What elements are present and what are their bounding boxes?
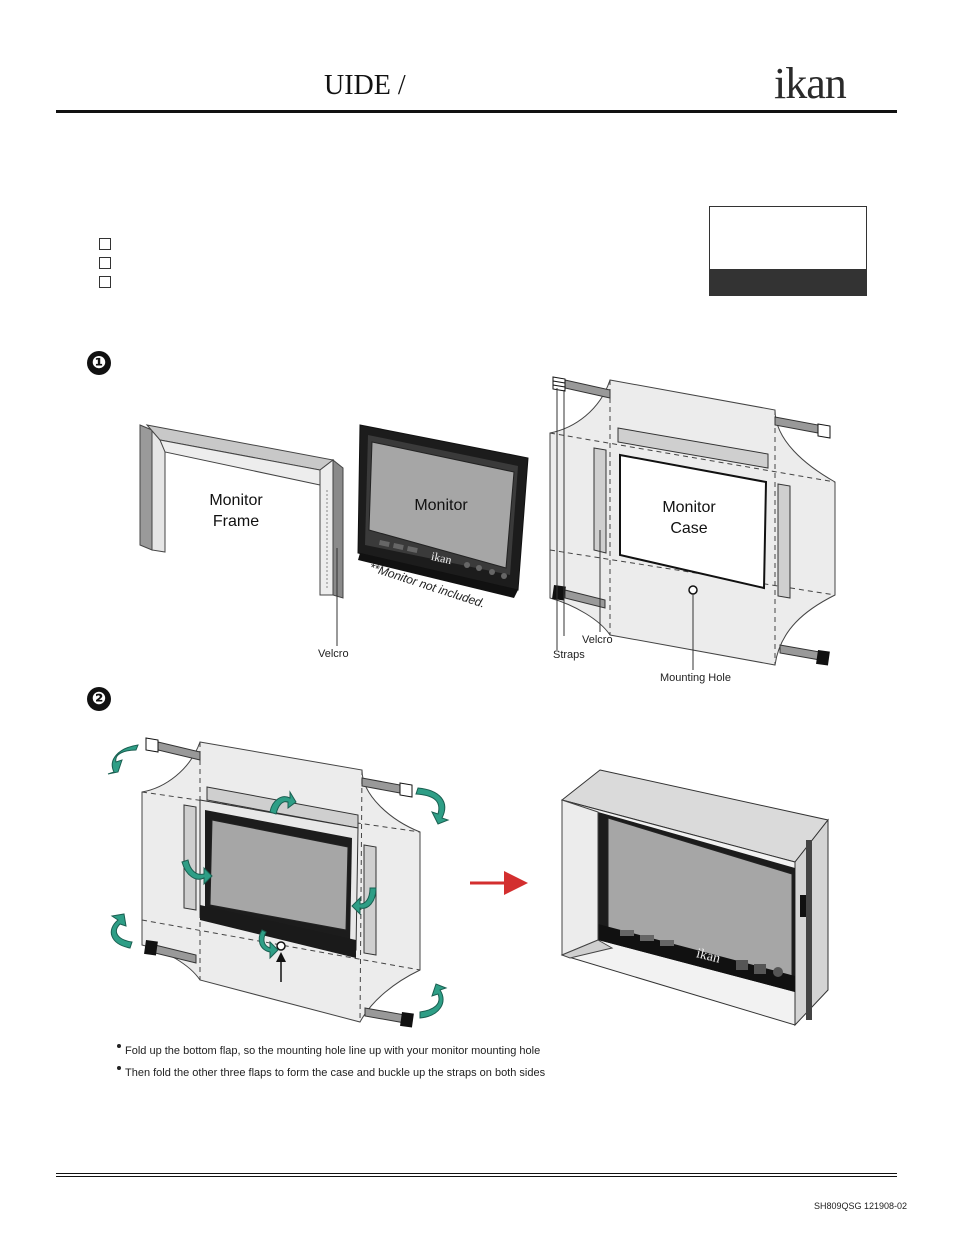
instruction-1-text: Fold up the bottom flap, so the mounting… [125,1045,541,1057]
velcro-label-frame: Velcro [318,648,349,660]
ikan-logo: ikan [774,59,847,108]
instruction-1: Fold up the bottom flap, so the mounting… [117,1044,540,1057]
step-1-badge: ❶ [87,351,111,375]
step-2-badge: ❷ [87,687,111,711]
info-box-band [710,269,866,295]
footer-divider-top [56,1173,897,1174]
info-box [709,206,867,296]
bullet-icon [117,1066,121,1070]
monitor-frame-label: Monitor Frame [209,492,263,530]
document-code: SH809QSG 121908-02 [814,1201,908,1211]
monitor-frame-illustration [139,424,344,646]
checklist-box-3[interactable] [99,276,111,288]
monitor-label: Monitor [414,497,468,514]
monitor-case-flat-illustration [549,376,836,670]
footer-divider-bottom [56,1176,897,1177]
monitor-illustration [357,424,529,598]
header-divider [56,110,897,113]
finished-case-illustration [560,769,829,1027]
instruction-2-text: Then fold the other three flaps to form … [125,1067,546,1079]
checklist-box-1[interactable] [99,238,111,250]
assembly-illustration [107,737,450,1028]
straps-label: Straps [553,649,585,661]
bullet-icon [117,1044,121,1048]
instruction-2: Then fold the other three flaps to form … [117,1066,545,1079]
monitor-case-label: Monitor Case [662,499,716,537]
page-title: UIDE / [324,70,406,101]
checklist-box-2[interactable] [99,257,111,269]
velcro-label-case: Velcro [582,634,613,646]
mounting-hole-label: Mounting Hole [660,672,731,684]
